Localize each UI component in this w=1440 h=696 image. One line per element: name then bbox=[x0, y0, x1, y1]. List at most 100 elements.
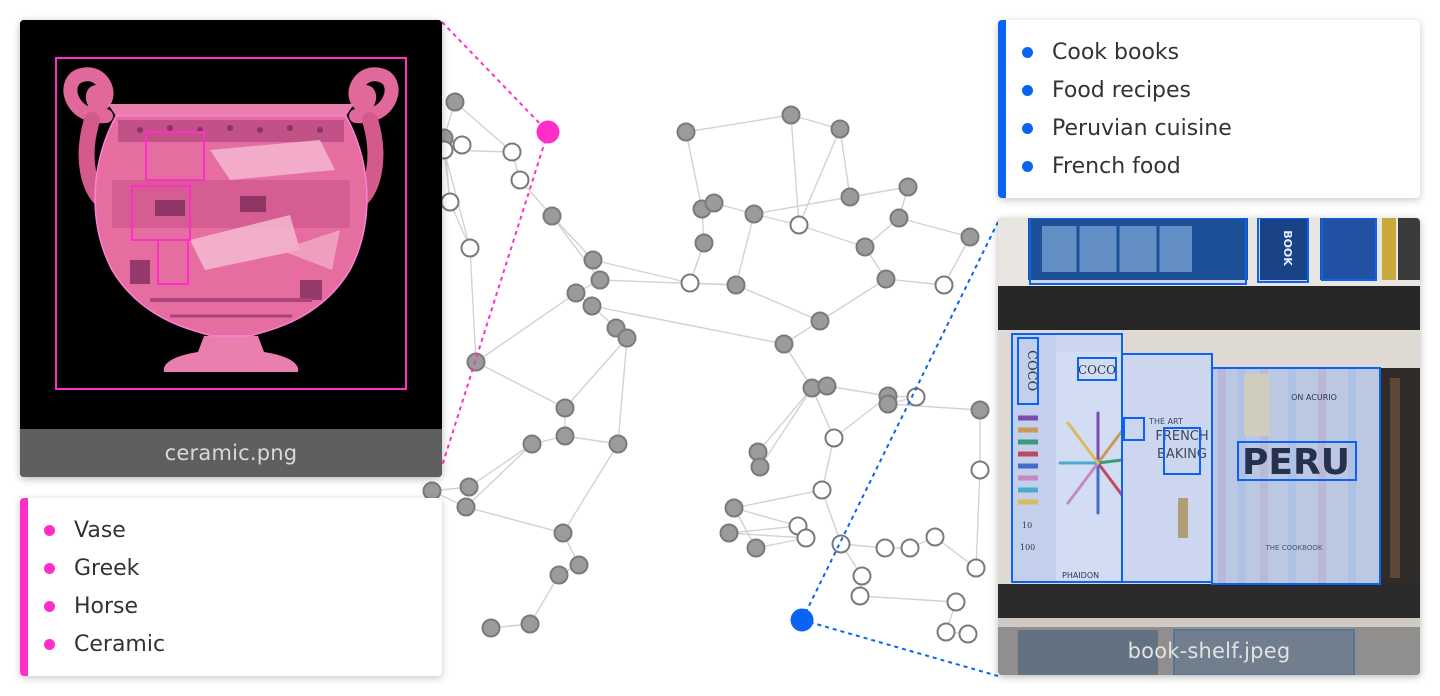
graph-node bbox=[830, 119, 850, 139]
peru-bottom-text: THE COOKBOOK bbox=[1265, 544, 1323, 552]
tag-item[interactable]: Ceramic bbox=[44, 625, 442, 663]
graph-edge bbox=[885, 278, 945, 286]
graph-node bbox=[422, 481, 442, 501]
graph-node bbox=[878, 394, 898, 414]
vase-tag-list: Vase Greek Horse Ceramic bbox=[44, 511, 442, 663]
graph-node bbox=[724, 498, 744, 518]
graph-node bbox=[694, 233, 714, 253]
graph-edge bbox=[790, 114, 800, 226]
graph-node bbox=[481, 618, 501, 638]
graph-edge bbox=[685, 114, 792, 133]
graph-node bbox=[555, 426, 575, 446]
blue-connector-line bbox=[801, 221, 999, 621]
vase-image-card[interactable]: ceramic.png bbox=[20, 20, 442, 477]
graph-edge bbox=[735, 284, 821, 322]
graph-edge bbox=[733, 489, 823, 509]
graph-node bbox=[850, 586, 870, 606]
graph-node bbox=[810, 311, 830, 331]
graph-node bbox=[553, 523, 573, 543]
graph-node bbox=[831, 534, 851, 554]
graph-edge bbox=[798, 128, 841, 226]
tag-item[interactable]: Food recipes bbox=[1022, 71, 1420, 109]
graph-node bbox=[440, 192, 460, 212]
graph-node bbox=[719, 523, 739, 543]
tag-item[interactable]: Vase bbox=[44, 511, 442, 549]
graph-node bbox=[704, 193, 724, 213]
graph-edge bbox=[592, 259, 691, 284]
graph-edge bbox=[975, 469, 981, 569]
graph-node bbox=[744, 204, 764, 224]
bookshelf-image-card[interactable]: BOOK COCO 10 100 bbox=[998, 218, 1420, 675]
magenta-connector-line bbox=[441, 21, 549, 133]
vase-image bbox=[20, 20, 442, 429]
bookshelf-image: BOOK COCO 10 100 bbox=[998, 218, 1420, 675]
graph-node bbox=[934, 275, 954, 295]
coco-foot-2: 100 bbox=[1020, 543, 1035, 552]
french-baking-line3: BAKING bbox=[1157, 447, 1207, 462]
graph-node bbox=[946, 592, 966, 612]
french-baking-line2: FRENCH bbox=[1155, 429, 1208, 444]
graph-node bbox=[925, 527, 945, 547]
graph-node bbox=[566, 283, 586, 303]
graph-edge bbox=[728, 525, 799, 534]
graph-node bbox=[852, 566, 872, 586]
graph-nodes bbox=[422, 92, 990, 644]
vase-image-caption: ceramic.png bbox=[20, 429, 442, 477]
bullet-icon bbox=[44, 638, 55, 650]
graph-edge bbox=[757, 387, 813, 453]
peru-top-text: ON ACURIO bbox=[1291, 393, 1337, 402]
bullet-icon bbox=[44, 524, 55, 536]
graph-node bbox=[520, 614, 540, 634]
tag-item[interactable]: French food bbox=[1022, 147, 1420, 185]
graph-node bbox=[812, 480, 832, 500]
bookshelf-graph-node[interactable] bbox=[790, 608, 814, 632]
bullet-icon bbox=[1022, 46, 1033, 58]
graph-edge bbox=[887, 403, 981, 411]
tag-item[interactable]: Cook books bbox=[1022, 33, 1420, 71]
graph-edge bbox=[735, 213, 755, 286]
graph-node bbox=[900, 538, 920, 558]
graph-edge bbox=[728, 532, 807, 539]
tag-label: French food bbox=[1052, 153, 1181, 179]
graph-edge bbox=[465, 506, 564, 534]
bullet-icon bbox=[44, 562, 55, 574]
coco-foot-1: 10 bbox=[1022, 521, 1032, 530]
graph-edge bbox=[599, 279, 737, 286]
graph-edge bbox=[551, 215, 594, 261]
graph-node bbox=[817, 376, 837, 396]
tag-label: Cook books bbox=[1052, 39, 1180, 65]
bullet-icon bbox=[1022, 160, 1033, 172]
tag-label: Vase bbox=[74, 517, 126, 543]
coco-cover-text: COCO bbox=[1078, 363, 1116, 377]
graph-node bbox=[970, 460, 990, 480]
graph-node bbox=[542, 206, 562, 226]
graph-node bbox=[855, 237, 875, 257]
vase-graph-node[interactable] bbox=[536, 120, 560, 144]
graph-edge bbox=[617, 337, 628, 445]
graph-node bbox=[966, 558, 986, 578]
graph-node bbox=[906, 387, 926, 407]
graph-node bbox=[796, 528, 816, 548]
graph-node bbox=[824, 428, 844, 448]
graph-node bbox=[459, 477, 479, 497]
blue-connector-line bbox=[801, 619, 999, 677]
graph-edge bbox=[475, 292, 577, 363]
graph-node bbox=[876, 269, 896, 289]
graph-node bbox=[840, 187, 860, 207]
book-tags-card: Cook books Food recipes Peruvian cuisine… bbox=[998, 20, 1420, 198]
tag-item[interactable]: Greek bbox=[44, 549, 442, 587]
bullet-icon bbox=[44, 600, 55, 612]
graph-edge bbox=[465, 443, 533, 508]
graph-node bbox=[680, 273, 700, 293]
graph-node bbox=[452, 135, 472, 155]
bookshelf-image-caption: book-shelf.jpeg bbox=[998, 627, 1420, 675]
graph-edge bbox=[564, 337, 628, 409]
graph-node bbox=[898, 177, 918, 197]
graph-node bbox=[958, 624, 978, 644]
top-book-text: BOOK bbox=[1281, 230, 1294, 266]
graph-node bbox=[617, 328, 637, 348]
tag-item[interactable]: Peruvian cuisine bbox=[1022, 109, 1420, 147]
tag-item[interactable]: Horse bbox=[44, 587, 442, 625]
peru-title-text: PERU bbox=[1242, 442, 1350, 483]
